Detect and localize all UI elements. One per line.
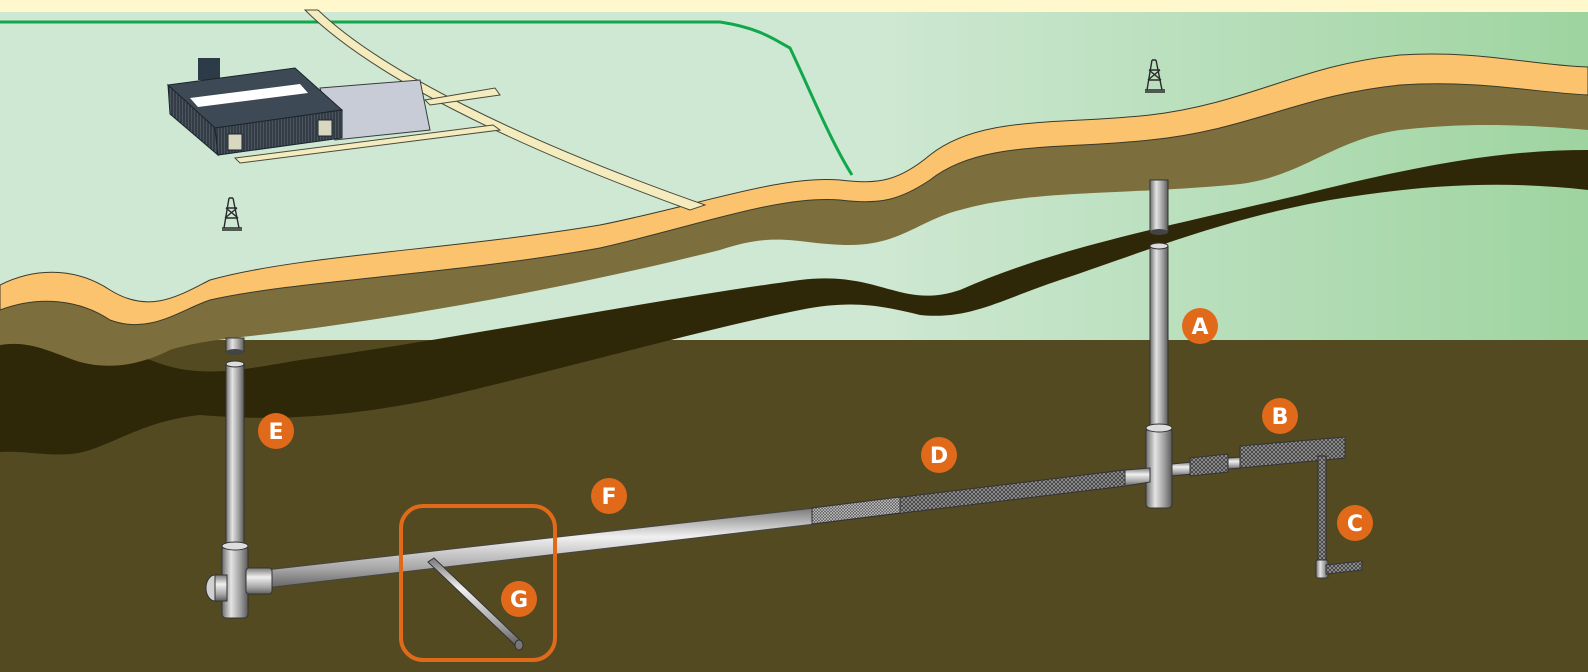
label-d: D [921, 437, 957, 473]
label-c: C [1337, 505, 1373, 541]
label-a: A [1182, 308, 1218, 344]
svg-text:C: C [1347, 512, 1363, 537]
label-e: E [258, 413, 294, 449]
svg-text:A: A [1191, 315, 1208, 340]
svg-text:G: G [510, 588, 528, 613]
vertical-well-a [1146, 180, 1172, 508]
svg-text:E: E [268, 420, 283, 445]
svg-text:B: B [1272, 405, 1289, 430]
label-b: B [1262, 398, 1298, 434]
svg-text:D: D [930, 444, 948, 469]
label-f: F [591, 478, 627, 514]
svg-text:F: F [601, 485, 616, 510]
label-g: G [501, 581, 537, 617]
top-band [0, 0, 1588, 12]
